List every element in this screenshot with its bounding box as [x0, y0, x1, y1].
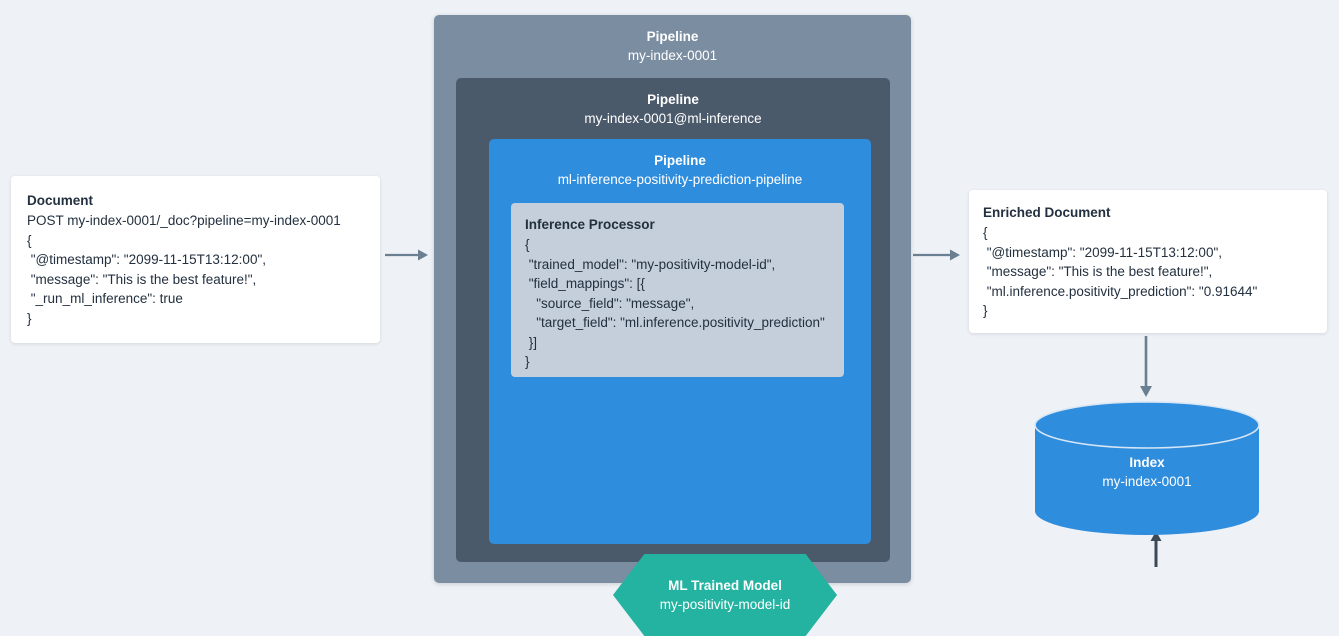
- inference-processor-line-0: {: [525, 237, 530, 252]
- ml-trained-model-text: ML Trained Model my-positivity-model-id: [613, 554, 837, 636]
- arrow-pipeline-to-enriched-icon: [913, 248, 961, 267]
- pipeline-inner-header: Pipeline ml-inference-positivity-predict…: [489, 139, 871, 190]
- enriched-document-card: Enriched Document { "@timestamp": "2099-…: [969, 190, 1327, 333]
- enriched-document-line-2: "message": "This is the best feature!",: [983, 264, 1213, 279]
- document-line-3: "message": "This is the best feature!",: [27, 271, 257, 287]
- arrow-model-to-processor-icon: [1149, 531, 1163, 572]
- enriched-document-line-0: {: [983, 225, 988, 240]
- index-title: Index: [1129, 455, 1165, 470]
- document-line-5: }: [27, 310, 32, 326]
- cylinder-icon: [1034, 401, 1260, 535]
- pipeline-outer-header: Pipeline my-index-0001: [434, 15, 911, 66]
- document-card: Document POST my-index-0001/_doc?pipelin…: [11, 176, 380, 343]
- document-line-4: "_run_ml_inference": true: [27, 291, 183, 306]
- enriched-document-line-4: }: [983, 303, 988, 318]
- inference-processor-line-1: "trained_model": "my-positivity-model-id…: [525, 256, 776, 272]
- pipeline-mid-value: my-index-0001@ml-inference: [584, 111, 762, 126]
- inference-processor-box: Inference Processor { "trained_model": "…: [511, 203, 844, 377]
- ml-trained-model-title: ML Trained Model: [668, 577, 782, 593]
- document-line-0: POST my-index-0001/_doc?pipeline=my-inde…: [27, 213, 341, 228]
- enriched-document-title: Enriched Document: [983, 205, 1111, 220]
- document-title: Document: [27, 193, 94, 208]
- document-line-2: "@timestamp": "2099-11-15T13:12:00",: [27, 252, 266, 267]
- enriched-document-line-3: "ml.inference.positivity_prediction": "0…: [983, 283, 1258, 299]
- inference-processor-line-4: "target_field": "ml.inference.positivity…: [525, 315, 825, 330]
- arrow-enriched-to-index-icon: [1138, 336, 1154, 403]
- inference-processor-line-2: "field_mappings": [{: [525, 276, 645, 291]
- pipeline-outer-value: my-index-0001: [627, 48, 718, 63]
- pipeline-mid-header: Pipeline my-index-0001@ml-inference: [456, 78, 890, 129]
- pipeline-inner-box: Pipeline ml-inference-positivity-predict…: [489, 139, 1162, 636]
- index-value: my-index-0001: [1102, 474, 1192, 489]
- enriched-document-line-1: "@timestamp": "2099-11-15T13:12:00",: [983, 244, 1222, 260]
- ml-trained-model-shape: ML Trained Model my-positivity-model-id: [613, 554, 837, 636]
- inference-processor-line-6: }: [525, 354, 530, 369]
- pipeline-inner-value: ml-inference-positivity-prediction-pipel…: [557, 172, 803, 187]
- diagram-canvas: Document POST my-index-0001/_doc?pipelin…: [11, 15, 1327, 636]
- index-cylinder-text: Index my-index-0001: [1033, 453, 1261, 492]
- pipeline-mid-label: Pipeline: [647, 92, 699, 107]
- ml-trained-model-value: my-positivity-model-id: [659, 596, 791, 612]
- arrow-document-to-pipeline-icon: [385, 248, 429, 267]
- inference-processor-title: Inference Processor: [525, 217, 655, 232]
- pipeline-outer-label: Pipeline: [646, 29, 699, 44]
- pipeline-mid-box: Pipeline my-index-0001@ml-inference Pipe…: [456, 78, 1162, 636]
- document-line-1: {: [27, 232, 32, 248]
- pipeline-inner-label: Pipeline: [654, 153, 706, 168]
- index-cylinder-shape: Index my-index-0001: [1033, 401, 1261, 535]
- inference-processor-line-5: }]: [525, 334, 538, 350]
- pipeline-outer-box: Pipeline my-index-0001 Pipeline my-index…: [434, 15, 1162, 636]
- inference-processor-line-3: "source_field": "message",: [525, 295, 695, 311]
